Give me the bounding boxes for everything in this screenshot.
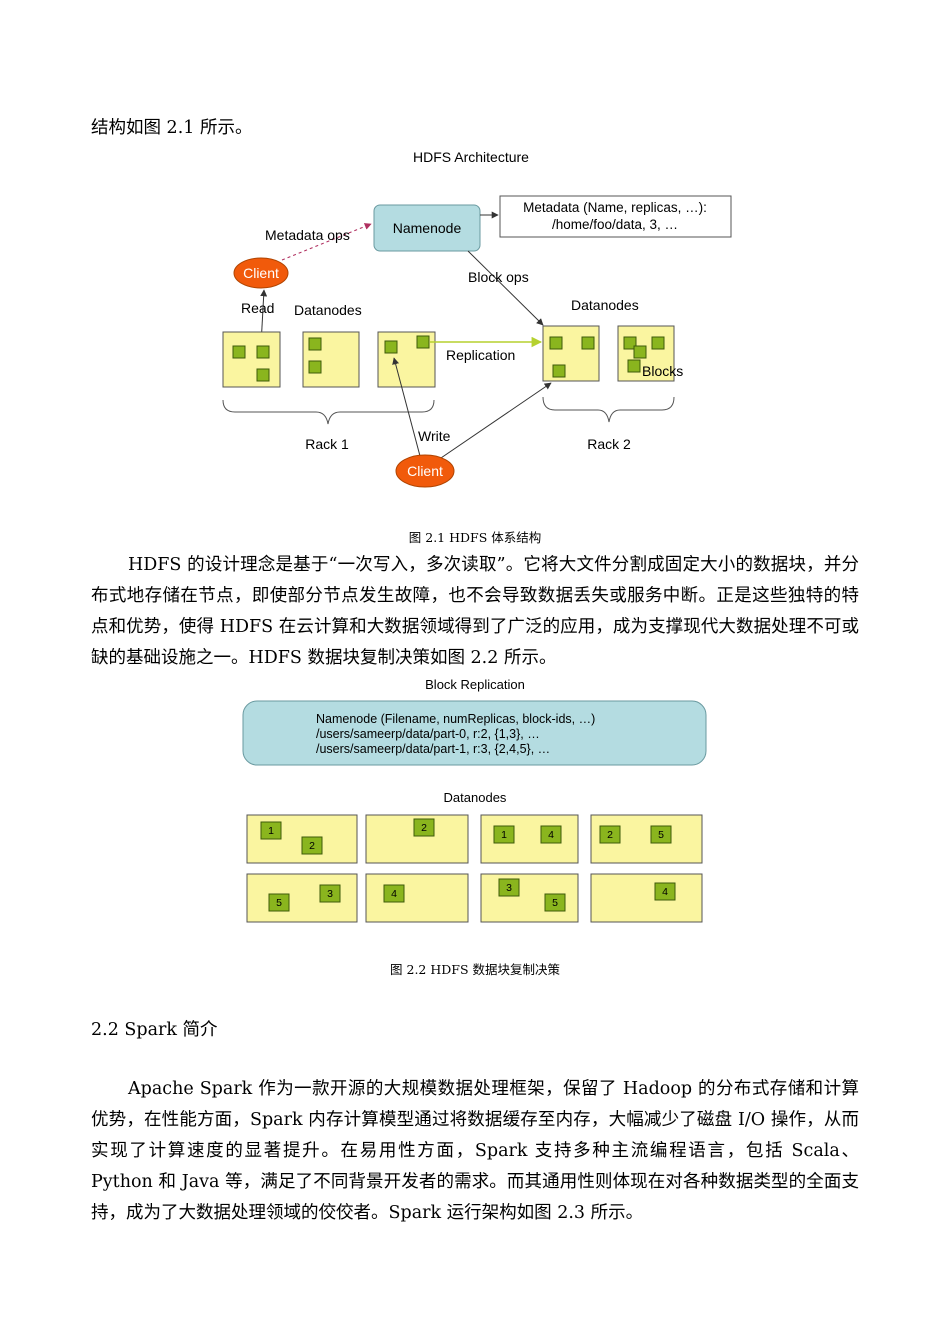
rack2-label: Rack 2 [587,436,631,452]
block [256,368,270,382]
client-top-label: Client [243,265,279,281]
block-ops-label: Block ops [468,269,529,285]
block [498,878,520,897]
write-label: Write [418,428,451,444]
block [308,337,322,351]
block-label: 4 [548,829,554,841]
namenode-line2: /users/sameerp/data/part-0, r:2, {1,3}, … [316,727,540,741]
replication-label: Replication [446,347,515,363]
block-label: 3 [327,888,333,900]
datanode [590,873,703,923]
intro-line: 结构如图 2.1 所示。 [91,118,253,138]
fig2-caption: 图 2.2 HDFS 数据块复制决策 [390,962,560,977]
rack1-brace [222,399,435,425]
namenode-box [373,204,481,252]
namenode-line1: Namenode (Filename, numReplicas, block-i… [316,712,595,726]
datanodes-left-label: Datanodes [294,302,362,318]
block-label: 1 [501,829,507,841]
block [493,825,515,844]
block [232,345,246,359]
block-label: 4 [662,886,668,898]
block [308,360,322,374]
rack1-label: Rack 1 [305,436,349,452]
namenode-box [242,700,707,766]
block [260,821,282,840]
datanode [222,331,281,388]
block [319,884,341,903]
rack2-brace [542,396,675,423]
block [633,345,647,359]
fig1-caption: 图 2.1 HDFS 体系结构 [408,530,542,545]
namenode-label: Namenode [393,220,462,236]
block [650,825,672,844]
namenode-line3: /users/sameerp/data/part-1, r:3, {2,4,5}… [316,742,550,756]
block [384,340,398,354]
block-label: 1 [268,825,274,837]
block [549,336,563,350]
block [416,335,430,349]
block [654,882,676,901]
datanode [542,325,600,382]
fig2-title: Block Replication [425,677,525,692]
block-label: 5 [276,897,282,909]
metadata-line1: Metadata (Name, replicas, …): [523,200,707,215]
block [623,336,637,350]
block [301,836,323,855]
block [627,359,641,373]
client-top [233,257,289,289]
block [268,893,290,912]
block [413,818,435,837]
fig1-title: HDFS Architecture [413,149,529,165]
block [383,884,405,903]
block [651,336,665,350]
client-bottom-label: Client [407,463,443,479]
datanodes-label: Datanodes [444,790,507,805]
hdfs-architecture-figure: HDFS Architecture Namenode Metadata (Nam… [222,149,732,488]
block [581,336,595,350]
block-label: 2 [607,829,613,841]
block-label: 2 [421,822,427,834]
paragraph-spark: Apache Spark 作为一款开源的大规模数据处理框架，保留了 Hadoop… [91,1079,859,1223]
datanode [365,873,469,923]
paragraph-hdfs: HDFS 的设计理念是基于“一次写入，多次读取”。它将大文件分割成固定大小的数据… [91,555,859,668]
block-replication-figure: Block Replication Namenode (Filename, nu… [242,677,707,923]
metadata-box [499,195,732,238]
blocks-label: Blocks [642,363,683,379]
block-label: 5 [552,897,558,909]
client-bottom [395,454,455,488]
block [256,345,270,359]
read-label: Read [241,300,274,316]
block-label: 2 [309,840,315,852]
block [552,364,566,378]
block [599,825,621,844]
metadata-line2: /home/foo/data, 3, … [552,217,678,232]
block [540,825,562,844]
block-label: 4 [391,888,397,900]
metadata-ops-label: Metadata ops [265,227,350,243]
datanodes-right-label: Datanodes [571,297,639,313]
block-label: 5 [658,829,664,841]
section-heading: 2.2 Spark 简介 [91,1020,218,1040]
block-label: 3 [506,882,512,894]
block [544,893,566,912]
